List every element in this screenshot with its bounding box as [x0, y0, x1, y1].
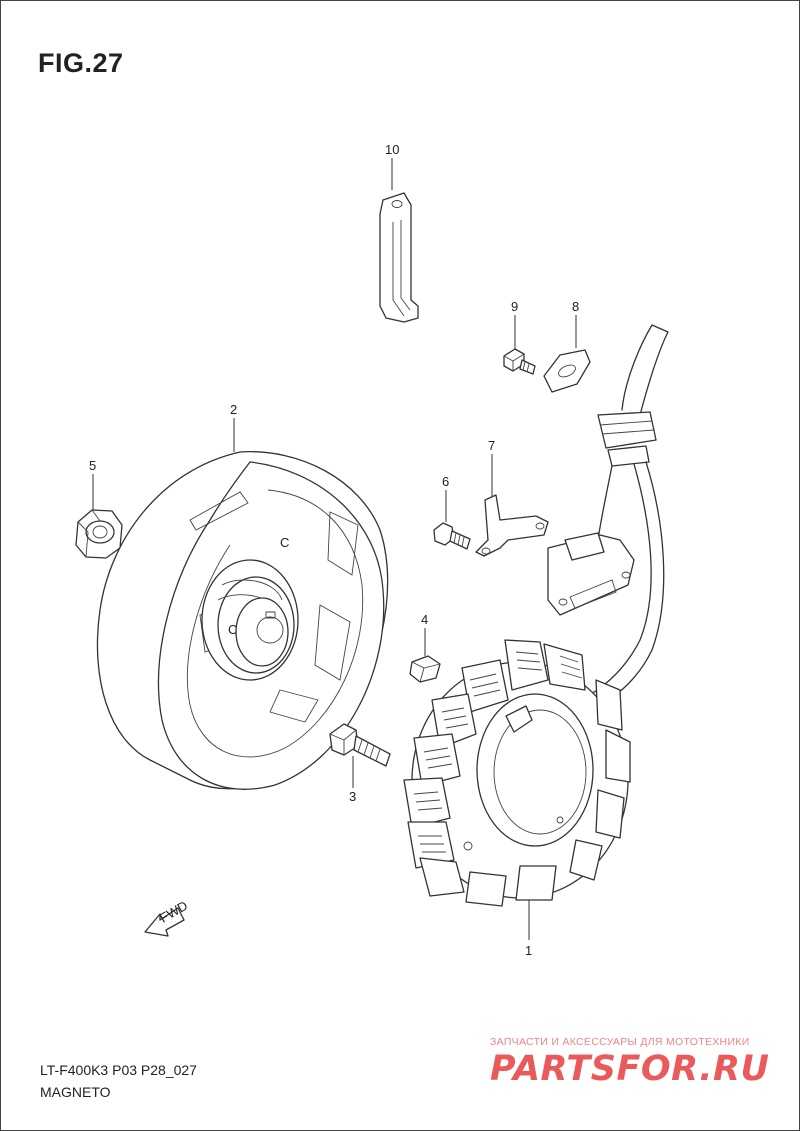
callout-8: 8 [572, 299, 579, 314]
svg-text:C: C [228, 622, 237, 637]
part-1-stator [403, 639, 631, 907]
callout-2: 2 [230, 402, 237, 417]
fwd-arrow-icon: FWD [144, 898, 190, 937]
part-2-flywheel-rotor: C C [96, 451, 389, 790]
callout-3: 3 [349, 789, 356, 804]
callout-9: 9 [511, 299, 518, 314]
callout-4: 4 [421, 612, 428, 627]
part-8-plate [543, 349, 591, 393]
model-code: LT-F400K3 P03 P28_027 [40, 1062, 197, 1078]
callout-10: 10 [385, 142, 399, 157]
part-1-wire-harness [521, 324, 669, 733]
callout-1: 1 [525, 943, 532, 958]
svg-text:C: C [280, 535, 289, 550]
callout-numbers: 10 2 5 9 8 7 6 4 3 1 [89, 142, 579, 958]
leader-lines [92, 158, 577, 940]
part-5-nut [75, 509, 123, 559]
callout-7: 7 [488, 438, 495, 453]
part-4-key [409, 655, 441, 683]
part-3-bolt [329, 723, 391, 767]
watermark-caption: ЗАПЧАСТИ И АКСЕССУАРЫ ДЛЯ МОТОТЕХНИКИ [490, 1036, 750, 1048]
part-6-bolt [433, 522, 471, 550]
callout-5: 5 [89, 458, 96, 473]
figure-title: FIG.27 [38, 48, 124, 78]
part-7-bracket [475, 494, 549, 557]
part-10-clamp [379, 192, 419, 323]
section-name: MAGNETO [40, 1084, 111, 1100]
part-9-screw [503, 348, 536, 375]
callout-6: 6 [442, 474, 449, 489]
watermark-logo: PARTSFOR.RU [490, 1049, 770, 1089]
